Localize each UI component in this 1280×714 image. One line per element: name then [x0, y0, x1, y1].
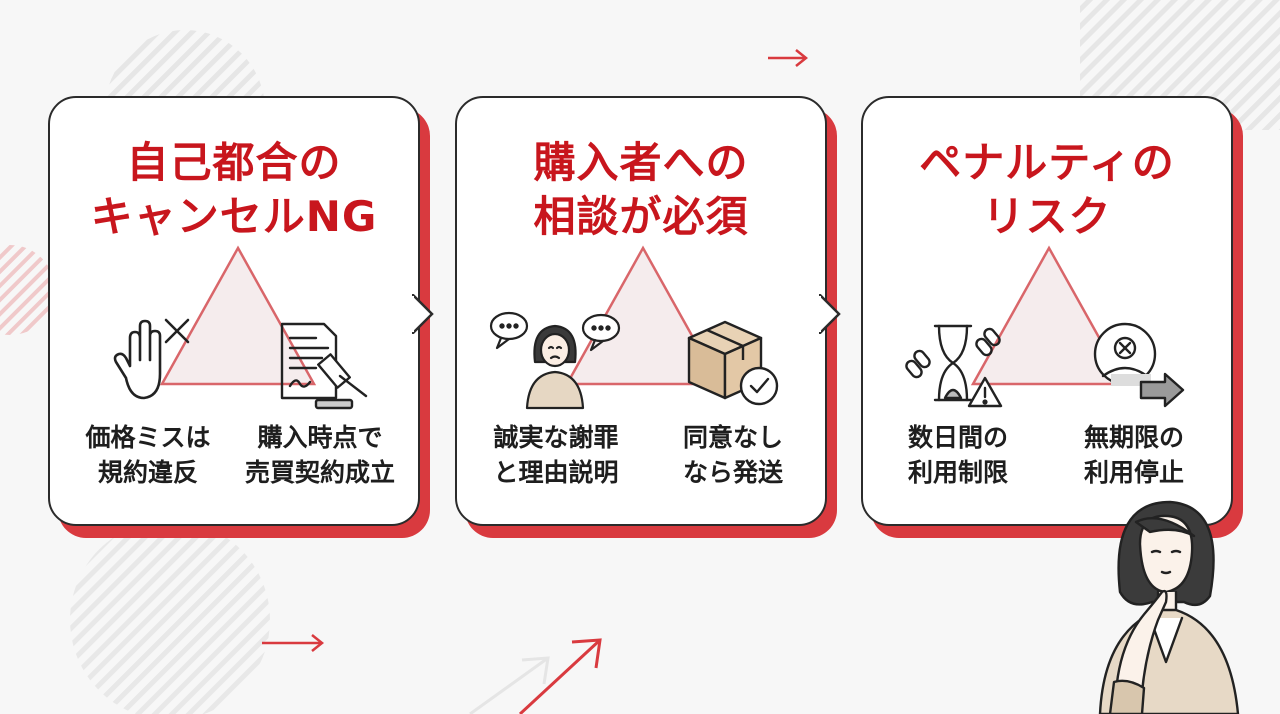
panel-title: 自己都合の キャンセルNG: [50, 136, 418, 244]
panel-title-line2: キャンセルNG: [90, 192, 378, 241]
worried-woman-speech-icon: [489, 311, 621, 410]
caption-left-line1: 価格ミスは: [85, 423, 211, 452]
connector-chevron-icon: [819, 294, 841, 334]
caption-left-line1: 数日間の: [907, 423, 1008, 452]
caption-right-line2: なら発送: [682, 458, 783, 487]
caption-left-line2: 規約違反: [97, 458, 198, 487]
arrow-up-right-icon-bottom: [469, 638, 602, 714]
panel-title-line2: 相談が必須: [533, 192, 749, 241]
caption-left-line2: と理由説明: [493, 458, 619, 487]
caption-left: 価格ミスは 規約違反: [68, 420, 228, 490]
panel-title-line2: リスク: [982, 192, 1112, 241]
caption-left: 数日間の 利用制限: [883, 420, 1033, 490]
arrow-right-icon-top: [768, 49, 809, 67]
panel-penalty-risk: ペナルティの リスク 数日間の 利用制限 無期限の 利用停止: [861, 96, 1233, 526]
caption-right: 購入時点で 売買契約成立: [230, 420, 410, 490]
caption-left-line1: 誠実な謝罪: [493, 423, 619, 452]
panel-title: 購入者への 相談が必須: [457, 136, 825, 244]
triangle-outline: [970, 245, 1128, 386]
striped-circle-bottom-left: [70, 520, 270, 714]
hourglass-broken-chain-warning-icon: [905, 324, 1003, 408]
triangle-outline: [159, 245, 317, 386]
contract-gavel-icon: [280, 322, 368, 410]
panel-title-line1: 購入者への: [533, 138, 749, 187]
caption-right-line1: 購入時点で: [257, 423, 383, 452]
user-blocked-arrow-icon: [1093, 322, 1185, 408]
caption-left: 誠実な謝罪 と理由説明: [471, 420, 641, 490]
panel-title-line1: ペナルティの: [919, 138, 1175, 187]
panel-consult-buyer: 購入者への 相談が必須 誠実な謝罪 と理由説明 同意なし なら発送: [455, 96, 841, 526]
panel-cancel-ng: 自己都合の キャンセルNG 価格ミスは 規約違反 購入時点で 売買契約成立: [48, 96, 434, 526]
panel-title: ペナルティの リスク: [863, 136, 1231, 244]
arrow-right-icon-bottom: [262, 634, 325, 652]
thinking-woman-illustration: [1098, 500, 1240, 714]
caption-left-line2: 利用制限: [907, 458, 1008, 487]
caption-right-line1: 無期限の: [1083, 423, 1184, 452]
caption-right-line2: 売買契約成立: [244, 458, 395, 487]
caption-right: 同意なし なら発送: [653, 420, 813, 490]
striped-circle-left-red: [0, 245, 55, 335]
caption-right-line1: 同意なし: [682, 423, 783, 452]
caption-right: 無期限の 利用停止: [1059, 420, 1209, 490]
box-check-icon: [687, 320, 779, 406]
caption-right-line2: 利用停止: [1083, 458, 1184, 487]
hand-stop-x-icon: [113, 318, 190, 400]
panel-title-line1: 自己都合の: [126, 138, 342, 187]
connector-chevron-icon: [412, 294, 434, 334]
